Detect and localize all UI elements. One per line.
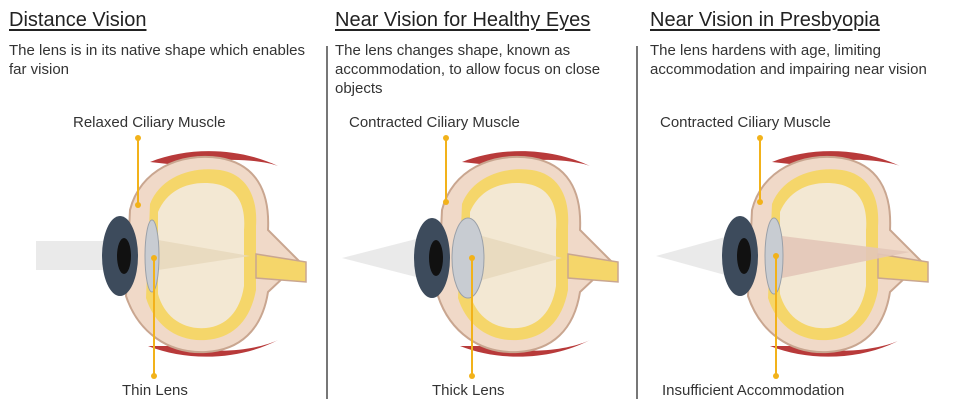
panel-divider (636, 46, 638, 399)
callout-dot-top-end (135, 202, 141, 208)
callout-dot-top-end (757, 199, 763, 205)
callout-top-label: Contracted Ciliary Muscle (660, 114, 831, 131)
callout-dot-bottom-end (469, 373, 475, 379)
panel-divider (326, 46, 328, 399)
panel-description: The lens is in its native shape which en… (9, 41, 309, 79)
optic-nerve (878, 254, 928, 282)
lens (452, 218, 484, 298)
panel-distance-vision: Distance Vision The lens is in its nativ… (0, 0, 320, 403)
callout-dot-bottom (469, 255, 475, 261)
pupil (737, 238, 751, 274)
callout-bottom-label: Insufficient Accommodation (662, 382, 844, 399)
callout-bottom-label: Thick Lens (432, 382, 505, 399)
panel-title: Near Vision in Presbyopia (650, 9, 880, 32)
callout-dot-top-end (443, 199, 449, 205)
panel-title: Near Vision for Healthy Eyes (335, 9, 590, 32)
panel-near-vision-healthy: Near Vision for Healthy Eyes The lens ch… (332, 0, 632, 403)
callout-dot-bottom-end (773, 373, 779, 379)
callout-dot-top (443, 135, 449, 141)
callout-top-label: Relaxed Ciliary Muscle (73, 114, 226, 131)
callout-dot-bottom (151, 255, 157, 261)
panel-title: Distance Vision (9, 9, 146, 32)
callout-dot-top (135, 135, 141, 141)
pupil (429, 240, 443, 276)
panel-near-vision-presbyopia: Near Vision in Presbyopia The lens harde… (642, 0, 952, 403)
callout-dot-top (757, 135, 763, 141)
callout-bottom-label: Thin Lens (122, 382, 188, 399)
callout-dot-bottom-end (151, 373, 157, 379)
optic-nerve (568, 254, 618, 282)
callout-top-label: Contracted Ciliary Muscle (349, 114, 520, 131)
callout-dot-bottom (773, 253, 779, 259)
optic-nerve (256, 254, 306, 282)
panel-description: The lens changes shape, known as accommo… (335, 41, 627, 98)
pupil (117, 238, 131, 274)
panel-description: The lens hardens with age, limiting acco… (650, 41, 940, 79)
